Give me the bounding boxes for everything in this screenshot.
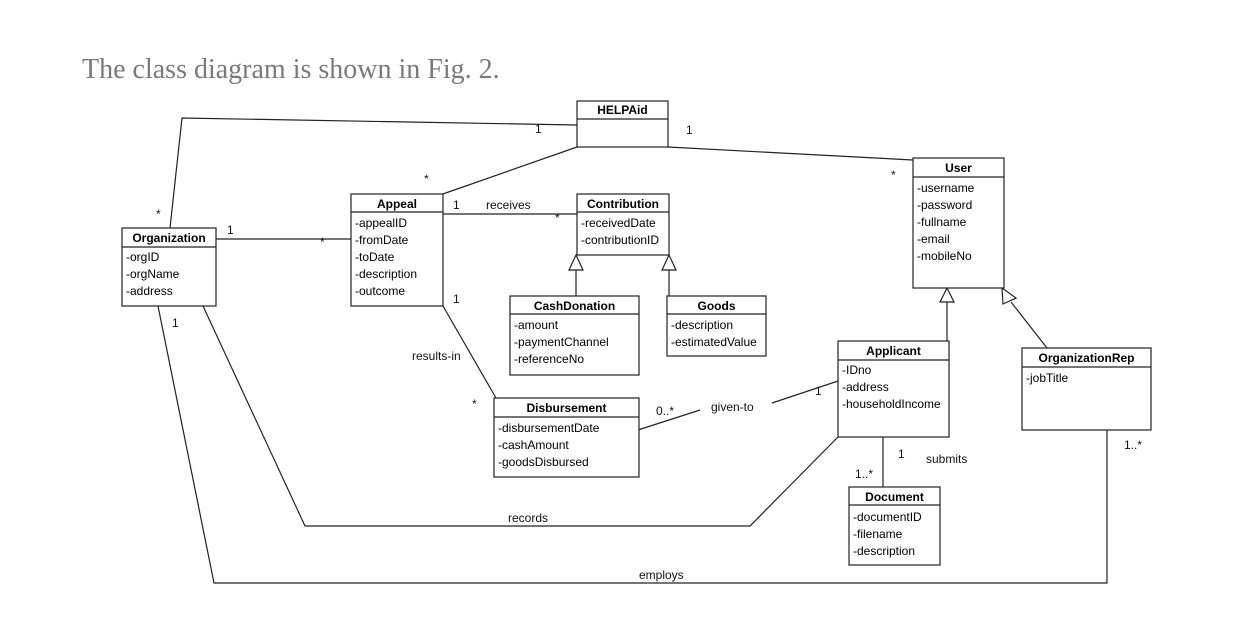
attribute: -householdIncome xyxy=(842,397,941,411)
edge-org-helpaid xyxy=(169,117,578,229)
associations xyxy=(157,117,1108,584)
edge-disbursement-applicant-b xyxy=(771,380,839,404)
class-name: Applicant xyxy=(866,344,921,358)
mult-helpaid-user: 1 xyxy=(686,123,693,137)
class-name: Document xyxy=(865,490,924,504)
class-name: Appeal xyxy=(377,197,417,211)
edge-disbursement-applicant xyxy=(637,409,701,431)
assoc-records: records xyxy=(508,511,548,525)
attribute: -referenceNo xyxy=(514,352,584,366)
attribute: -description xyxy=(671,318,733,332)
edge-org-applicant-records xyxy=(202,305,839,527)
attribute: -address xyxy=(126,284,173,298)
class-applicant: Applicant -IDno -address -householdIncom… xyxy=(837,340,950,438)
mult-document-submits: 1..* xyxy=(855,467,873,481)
class-name: HELPAid xyxy=(597,103,647,117)
class-organization: Organization -orgID -orgName -address xyxy=(121,227,217,307)
attribute: -username xyxy=(917,181,975,195)
attribute: -email xyxy=(917,232,950,246)
multiplicity-labels: 1 1 * * * 1 * 1 * 1 * 1 0..* 1 1 1..* 1.… xyxy=(156,122,1142,481)
mult-contribution-receives: * xyxy=(555,211,560,225)
assoc-employs: employs xyxy=(639,568,684,582)
mult-appeal-receives: 1 xyxy=(453,198,460,212)
class-name: Goods xyxy=(698,299,736,313)
class-document: Document -documentID -filename -descript… xyxy=(848,486,941,566)
mult-org-helpaid: * xyxy=(156,207,161,221)
gen-line-orgrep xyxy=(1010,301,1048,349)
gen-arrow-cashdonation xyxy=(568,253,584,271)
class-user: User -username -password -fullname -emai… xyxy=(912,157,1005,289)
class-appeal: Appeal -appealID -fromDate -toDate -desc… xyxy=(350,193,444,307)
mult-org-appeal-appeal: * xyxy=(320,235,325,249)
attribute: -orgName xyxy=(126,267,180,281)
attribute: -receivedDate xyxy=(581,216,656,230)
mult-orgrep-employs: 1..* xyxy=(1124,438,1142,452)
edge-helpaid-user xyxy=(667,146,914,161)
attribute: -contributionID xyxy=(581,233,659,247)
class-name: OrganizationRep xyxy=(1038,351,1134,365)
class-name: Disbursement xyxy=(526,401,606,415)
attribute: -estimatedValue xyxy=(671,335,757,349)
mult-applicant-given: 1 xyxy=(815,384,822,398)
mult-user-helpaid: * xyxy=(891,168,896,182)
class-name: CashDonation xyxy=(534,299,615,313)
mult-helpaid-org: 1 xyxy=(535,122,542,136)
assoc-receives: receives xyxy=(486,198,531,212)
attribute: -documentID xyxy=(853,510,922,524)
attribute: -fromDate xyxy=(355,233,409,247)
gen-arrow-orgrep xyxy=(1001,286,1018,305)
edge-helpaid-appeal xyxy=(439,146,578,196)
assoc-submits: submits xyxy=(926,452,967,466)
attribute: -IDno xyxy=(842,363,872,377)
association-labels: receives results-in given-to submits rec… xyxy=(412,198,967,582)
attribute: -orgID xyxy=(126,250,160,264)
mult-org-employs: 1 xyxy=(172,316,179,330)
attribute: -toDate xyxy=(355,250,395,264)
attribute: -address xyxy=(842,380,889,394)
class-disbursement: Disbursement -disbursementDate -cashAmou… xyxy=(493,397,640,478)
edge-org-orgrep-employs xyxy=(157,305,1108,584)
mult-appeal-helpaid: * xyxy=(424,172,429,186)
attribute: -fullname xyxy=(917,215,967,229)
attribute: -outcome xyxy=(355,284,405,298)
attribute: -description xyxy=(853,544,915,558)
class-organizationrep: OrganizationRep -jobTitle xyxy=(1021,347,1152,431)
gen-arrow-goods xyxy=(661,253,677,271)
class-helpaid: HELPAid xyxy=(576,100,669,148)
attribute: -cashAmount xyxy=(498,438,569,452)
assoc-given-to: given-to xyxy=(711,400,754,414)
attribute: -jobTitle xyxy=(1026,371,1069,385)
mult-disbursement-given: 0..* xyxy=(656,404,674,418)
mult-appeal-results: 1 xyxy=(453,292,460,306)
mult-disbursement-results: * xyxy=(472,397,477,411)
attribute: -goodsDisbursed xyxy=(498,455,589,469)
class-contribution: Contribution -receivedDate -contribution… xyxy=(576,193,670,256)
assoc-results-in: results-in xyxy=(412,349,461,363)
attribute: -amount xyxy=(514,318,559,332)
mult-org-appeal-org: 1 xyxy=(227,223,234,237)
gen-arrow-applicant xyxy=(939,286,955,303)
attribute: -mobileNo xyxy=(917,249,972,263)
attribute: -filename xyxy=(853,527,903,541)
attribute: -disbursementDate xyxy=(498,421,600,435)
class-name: Organization xyxy=(132,231,205,245)
attribute: -password xyxy=(917,198,972,212)
class-cashdonation: CashDonation -amount -paymentChannel -re… xyxy=(509,295,640,376)
attribute: -appealID xyxy=(355,216,407,230)
edge-appeal-disbursement xyxy=(442,305,497,399)
mult-applicant-submits: 1 xyxy=(898,447,905,461)
attribute: -paymentChannel xyxy=(514,335,609,349)
class-goods: Goods -description -estimatedValue xyxy=(666,295,767,357)
attribute: -description xyxy=(355,267,417,281)
class-name: User xyxy=(945,161,972,175)
caption: The class diagram is shown in Fig. 2. xyxy=(82,54,500,85)
class-name: Contribution xyxy=(587,197,659,211)
